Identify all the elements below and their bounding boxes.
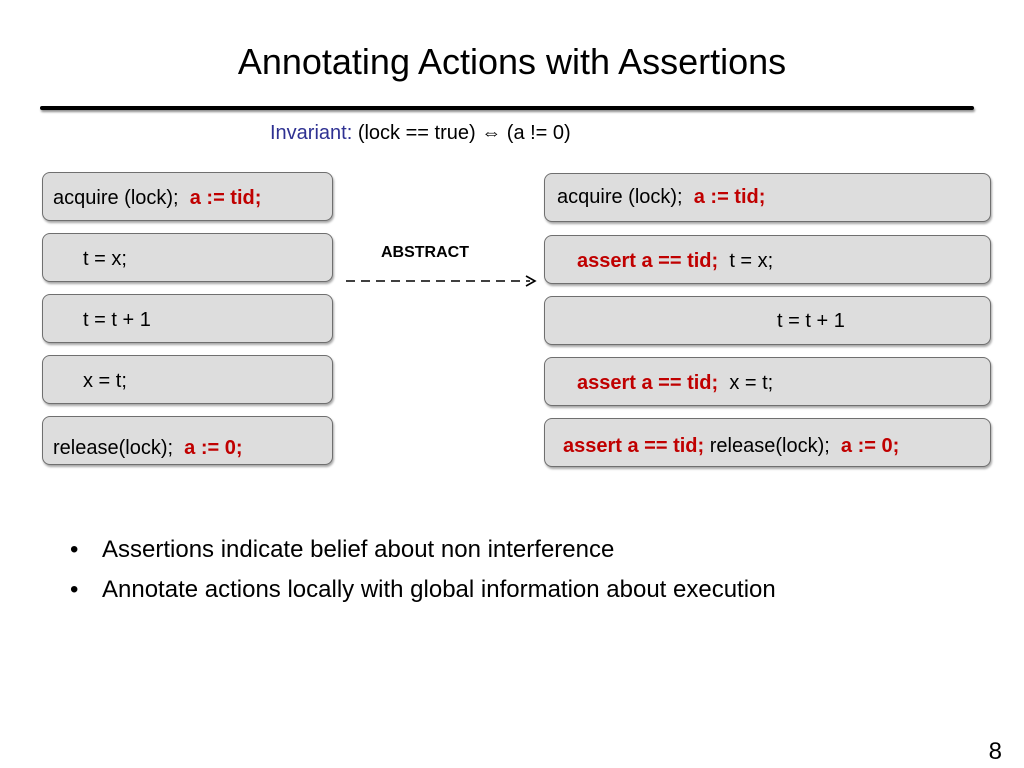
left-read-x-code: t = x; bbox=[83, 248, 127, 270]
left-release-annotation: a := 0; bbox=[184, 437, 243, 459]
left-action-read-x: t = x; bbox=[42, 233, 333, 282]
right-action-write-x: assert a == tid; x = t; bbox=[544, 357, 991, 406]
page-number: 8 bbox=[988, 738, 1002, 765]
invariant-line: Invariant: (lock == true) ⇔ (a != 0) bbox=[270, 120, 571, 146]
right-acquire-code: acquire (lock); bbox=[557, 186, 683, 208]
slide-title: Annotating Actions with Assertions bbox=[237, 41, 787, 82]
bullet-dot-icon: • bbox=[70, 576, 79, 603]
bullet-dot-icon: • bbox=[70, 536, 79, 563]
left-increment-code: t = t + 1 bbox=[83, 309, 151, 331]
bullet-item: • Assertions indicate belief about non i… bbox=[70, 530, 776, 570]
bullet-text: Annotate actions locally with global inf… bbox=[102, 576, 776, 603]
right-acquire-annotation: a := tid; bbox=[693, 186, 766, 208]
invariant-expr-left: (lock == true) bbox=[357, 122, 476, 144]
left-acquire-annotation: a := tid; bbox=[189, 187, 262, 209]
right-action-acquire: acquire (lock); a := tid; bbox=[544, 173, 991, 222]
right-read-x-code: t = x; bbox=[729, 250, 774, 272]
left-action-write-x: x = t; bbox=[42, 355, 333, 404]
right-action-increment: t = t + 1 bbox=[544, 296, 991, 345]
right-increment-code: t = t + 1 bbox=[777, 310, 845, 332]
right-action-read-x: assert a == tid; t = x; bbox=[544, 235, 991, 284]
right-release-annotation: a := 0; bbox=[840, 435, 900, 457]
abstract-label: ABSTRACT bbox=[381, 244, 469, 261]
left-action-increment: t = t + 1 bbox=[42, 294, 333, 343]
right-release-code: release(lock); bbox=[709, 435, 830, 457]
right-release-assertion: assert a == tid; bbox=[563, 435, 705, 457]
invariant-expr-right: (a != 0) bbox=[506, 122, 571, 144]
right-action-release: assert a == tid; release(lock); a := 0; bbox=[544, 418, 991, 467]
right-read-x-assertion: assert a == tid; bbox=[577, 250, 719, 272]
dashed-arrow-icon bbox=[346, 275, 537, 287]
iff-icon: ⇔ bbox=[481, 122, 502, 144]
right-write-x-code: x = t; bbox=[729, 372, 774, 394]
left-acquire-code: acquire (lock); bbox=[53, 187, 179, 209]
bullet-text: Assertions indicate belief about non int… bbox=[102, 536, 615, 563]
bullet-list: • Assertions indicate belief about non i… bbox=[70, 530, 776, 610]
title-divider bbox=[40, 106, 974, 110]
left-action-acquire: acquire (lock); a := tid; bbox=[42, 172, 333, 221]
left-action-release: release(lock); a := 0; bbox=[42, 416, 333, 465]
left-write-x-code: x = t; bbox=[83, 370, 127, 392]
bullet-item: • Annotate actions locally with global i… bbox=[70, 570, 776, 610]
left-release-code: release(lock); bbox=[53, 437, 174, 459]
right-write-x-assertion: assert a == tid; bbox=[577, 372, 719, 394]
invariant-label: Invariant: bbox=[270, 122, 353, 144]
